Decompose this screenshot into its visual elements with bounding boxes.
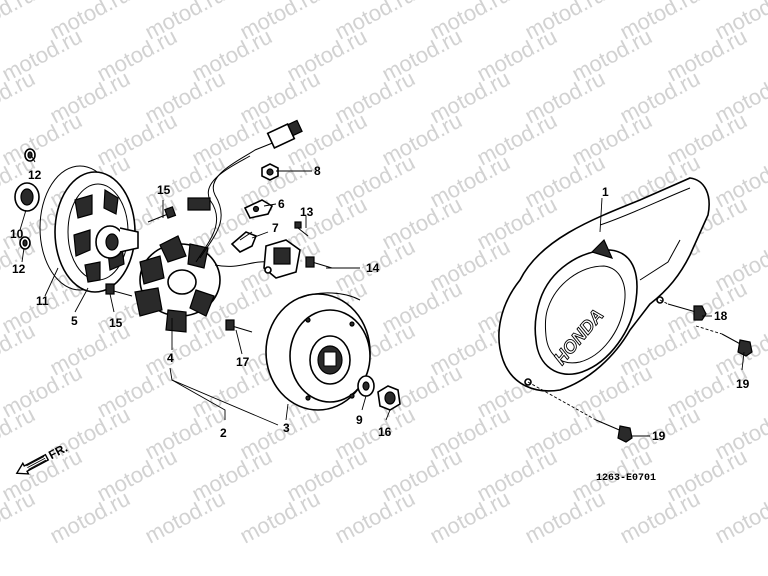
clip-part-7 xyxy=(230,231,258,253)
bolt-part-18 xyxy=(667,303,707,321)
stator-part-4 xyxy=(134,235,221,333)
callout-5: 5 xyxy=(71,314,78,328)
callout-1: 1 xyxy=(602,185,609,199)
callout-17: 17 xyxy=(236,355,250,369)
watermark-text: motod.ru xyxy=(46,486,134,549)
callout-19: 19 xyxy=(652,429,666,443)
nut-part-8 xyxy=(261,163,279,181)
washer-part-9 xyxy=(357,375,375,397)
bracket-part-6 xyxy=(243,199,274,219)
watermark-text: motod.ru xyxy=(331,486,419,549)
figure-code: 1263-E0701 xyxy=(596,473,656,484)
callout-15: 15 xyxy=(157,183,171,197)
bolt-part-15-top xyxy=(147,206,177,223)
callout-10: 10 xyxy=(10,227,24,241)
seal-part-10 xyxy=(14,182,40,212)
callout-4: 4 xyxy=(167,351,174,365)
watermark-text: motod.ru xyxy=(141,486,229,549)
callout-7: 7 xyxy=(272,221,279,235)
callout-13: 13 xyxy=(300,205,314,219)
flywheel-part-3 xyxy=(265,292,371,411)
stator-base-part-5 xyxy=(54,171,139,293)
watermark-text: motod.ru xyxy=(711,486,768,549)
leader-lines xyxy=(19,154,745,437)
callout-18: 18 xyxy=(714,309,728,323)
callout-19: 19 xyxy=(736,377,750,391)
pulser-coil-assembly xyxy=(263,239,301,279)
callout-15: 15 xyxy=(109,316,123,330)
callout-labels: 12 10 12 11 5 15 15 4 2 17 8 6 7 13 14 3… xyxy=(10,164,750,443)
bolt-part-13 xyxy=(294,221,309,237)
left-crankcase-cover-part-1: HONDA xyxy=(498,177,710,392)
washer-part-12-bottom xyxy=(19,236,31,250)
nut-part-16 xyxy=(377,385,401,411)
bolt-part-19-bottom xyxy=(595,419,633,443)
callout-2: 2 xyxy=(220,426,227,440)
callout-12: 12 xyxy=(28,168,42,182)
callout-12: 12 xyxy=(12,262,26,276)
callout-14: 14 xyxy=(366,261,380,275)
wire-harness xyxy=(187,119,303,267)
callout-6: 6 xyxy=(278,197,285,211)
watermark-text: motod.ru xyxy=(426,486,514,549)
callout-9: 9 xyxy=(356,413,363,427)
callout-3: 3 xyxy=(283,421,290,435)
watermark-text: motod.ru xyxy=(0,0,39,44)
watermark-text: motod.ru xyxy=(521,486,609,549)
watermark-text: motod.ru xyxy=(236,486,324,549)
watermark-text: motod.ru xyxy=(616,486,704,549)
callout-16: 16 xyxy=(378,425,392,439)
bolt-part-19-right xyxy=(721,333,753,357)
bolt-part-14 xyxy=(305,256,333,269)
bolt-part-17 xyxy=(225,319,253,333)
callout-11: 11 xyxy=(36,294,49,308)
callout-8: 8 xyxy=(314,164,321,178)
